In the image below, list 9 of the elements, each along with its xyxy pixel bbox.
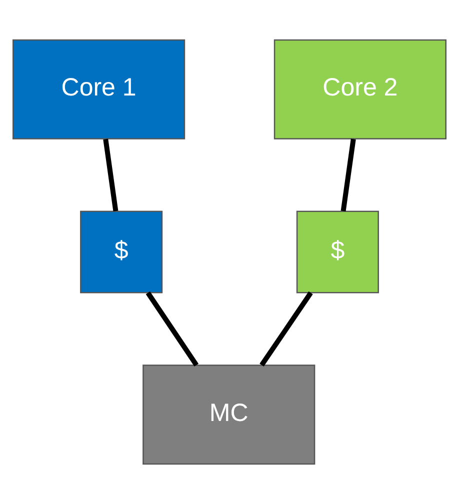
- node-box: Core 2: [274, 38, 446, 139]
- connector: [103, 138, 118, 211]
- connector: [146, 290, 199, 366]
- connector: [340, 138, 356, 211]
- node-box: MC: [142, 364, 316, 464]
- connector: [260, 290, 313, 366]
- node-box: $: [80, 210, 163, 293]
- node-box: Core 1: [12, 38, 186, 139]
- node-box: $: [296, 210, 379, 293]
